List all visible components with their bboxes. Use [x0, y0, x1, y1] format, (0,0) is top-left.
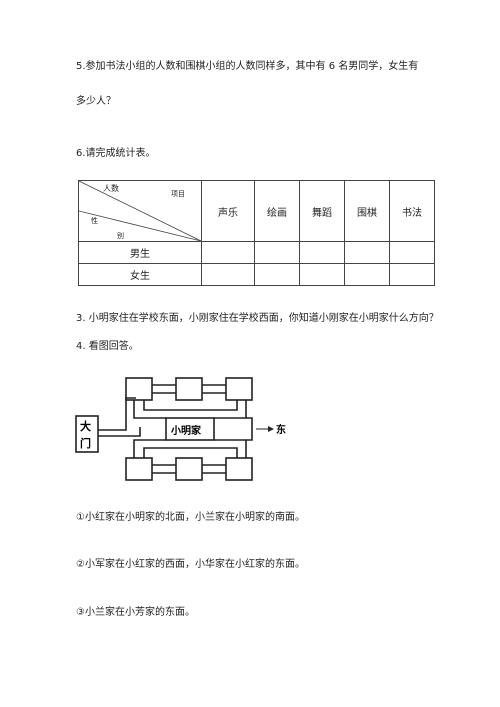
sub-question-3: ③小兰家在小芳家的东面。 [76, 607, 195, 618]
xiaoming-house [165, 417, 215, 441]
question-5-line-1: 5.参加书法小组的人数和围棋小组的人数同样多，其中有 6 名男同学，女生有 [76, 61, 419, 72]
header-gender-1: 性 [91, 217, 98, 225]
question-3-text: 3. 小明家住在学校东面，小刚家住在学校西面，你知道小刚家在小明家什么方向？ [76, 313, 439, 324]
header-people: 人数 [103, 184, 119, 193]
sub-question-2: ②小军家在小红家的西面，小华家在小红家的东面。 [76, 559, 305, 570]
diagonal-lines [79, 181, 201, 241]
table-cell[interactable] [254, 241, 300, 264]
table-diagonal-header: 人数 项目 性 别 [78, 180, 202, 242]
table-cell[interactable] [344, 241, 390, 264]
row-label: 女生 [78, 263, 202, 286]
column-header: 绘画 [254, 180, 300, 242]
table-cell[interactable] [299, 241, 345, 264]
column-header: 围棋 [344, 180, 390, 242]
table-row: 男生 [78, 241, 435, 264]
question-6-title: 6.请完成统计表。 [76, 148, 156, 159]
question-4-title: 4. 看图回答。 [76, 341, 139, 352]
table-cell[interactable] [201, 263, 255, 286]
table-row: 女生 [78, 263, 435, 286]
header-gender-2: 别 [117, 232, 124, 240]
gate-label-1: 大 [80, 419, 91, 433]
gate-label-2: 门 [80, 436, 91, 450]
neighborhood-map: 大 门 小明家 东 [75, 377, 286, 481]
east-label: 东 [276, 423, 286, 436]
sub-question-1: ①小红家在小明家的北面，小兰家在小明家的南面。 [76, 512, 305, 523]
table-cell[interactable] [389, 263, 435, 286]
gate-box [75, 415, 99, 453]
table-cell[interactable] [254, 263, 300, 286]
table-cell[interactable] [389, 241, 435, 264]
table-cell[interactable] [201, 241, 255, 264]
row-label: 男生 [78, 241, 202, 264]
question-5-line-2: 多少人？ [76, 96, 116, 107]
column-header: 舞蹈 [299, 180, 345, 242]
statistics-table: 人数 项目 性 别 声乐 绘画 舞蹈 围棋 书法 男生 女生 [78, 180, 435, 286]
table-cell[interactable] [299, 263, 345, 286]
table-cell[interactable] [344, 263, 390, 286]
column-header: 书法 [389, 180, 435, 242]
header-item: 项目 [171, 190, 185, 198]
center-house-label: 小明家 [170, 424, 202, 437]
column-header: 声乐 [201, 180, 255, 242]
